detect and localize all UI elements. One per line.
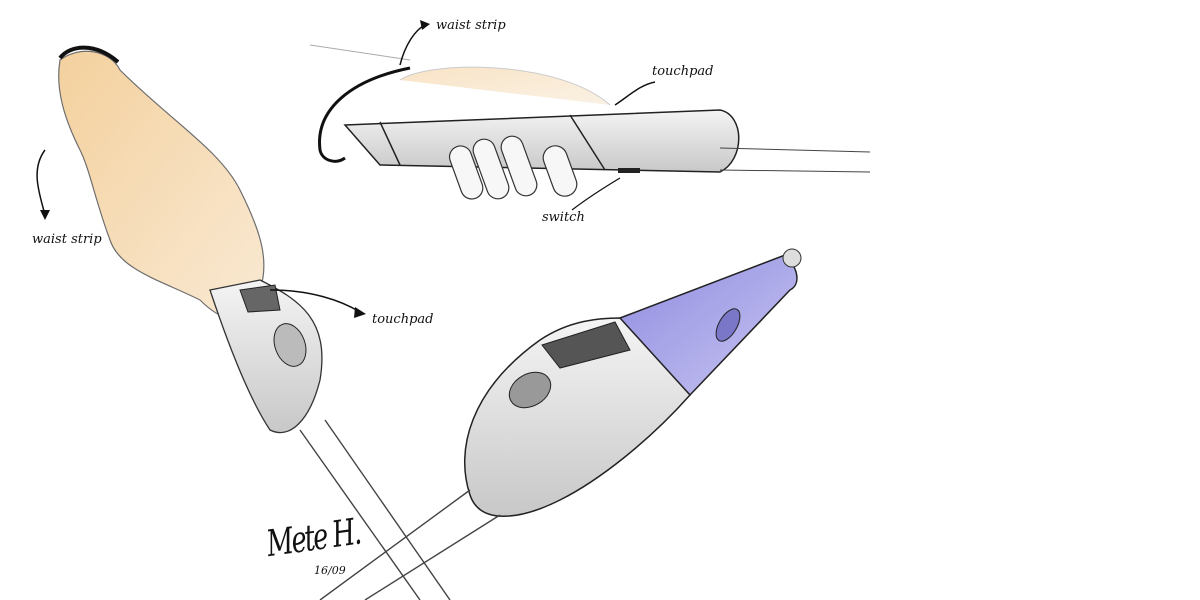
label-touchpad-left: touchpad [372, 312, 434, 327]
perspective-sketch [319, 248, 802, 600]
left-hand-sketch [36, 45, 451, 600]
label-waist-strip-left: waist strip [32, 232, 102, 247]
signature-date: 16/09 [314, 564, 346, 577]
label-switch: switch [542, 210, 585, 225]
top-side-sketch [309, 20, 871, 211]
label-waist-strip-top: waist strip [436, 18, 506, 33]
label-touchpad-top: touchpad [652, 64, 714, 79]
